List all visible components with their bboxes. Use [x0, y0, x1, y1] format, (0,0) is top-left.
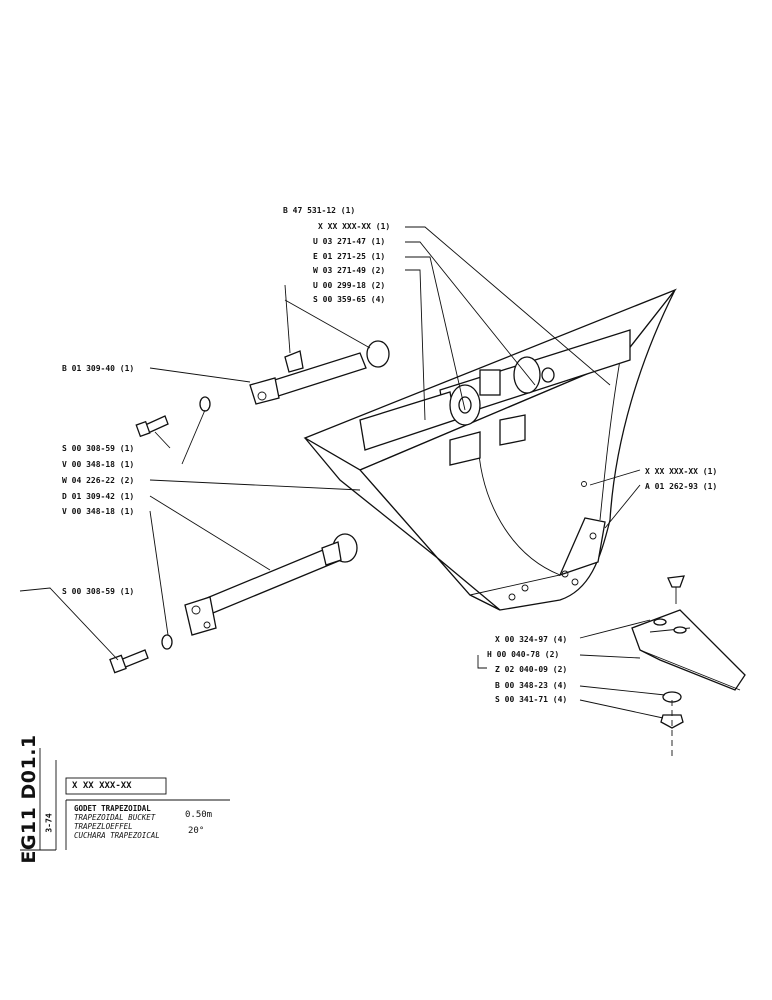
callout-u0029918: U 00 299-18 (2) [313, 281, 385, 290]
callout-d0130942: D 01 309-42 (1) [62, 492, 134, 501]
title-block-frame [20, 748, 230, 851]
callout-x0032497: X 00 324-97 (4) [495, 635, 567, 644]
callout-v0034818a: V 00 348-18 (1) [62, 460, 134, 469]
hinge-assembly [359, 329, 631, 466]
callout-xx2: X XX XXX-XX (1) [645, 467, 717, 476]
leader-lines [19, 226, 666, 719]
part-number: X XX XXX-XX [72, 781, 132, 791]
callout-w0422622: W 04 226-22 (2) [62, 476, 134, 485]
upper-pin [249, 340, 390, 405]
callout-s0030859b: S 00 308-59 (1) [62, 587, 134, 596]
callout-a0126293: A 01 262-93 (1) [645, 482, 717, 491]
callout-b4753112: B 47 531-12 (1) [283, 206, 355, 215]
desc-line-2: TRAPEZOIDAL BUCKET [74, 813, 156, 822]
callout-labels: B 47 531-12 (1) X XX XXX-XX (1) U 03 271… [62, 206, 717, 704]
callout-b0130940: B 01 309-40 (1) [62, 364, 134, 373]
bucket-angle: 20° [188, 826, 205, 836]
callout-s0030859a: S 00 308-59 (1) [62, 444, 134, 453]
callout-z0204009: Z 02 040-09 (2) [495, 665, 567, 674]
callout-xx1: X XX XXX-XX (1) [318, 222, 390, 231]
upper-bolt [135, 396, 211, 438]
desc-line-3: TRAPEZLOEFFEL [74, 822, 133, 831]
desc-line-4: CUCHARA TRAPEZOICAL [74, 831, 160, 840]
callout-v0034818b: V 00 348-18 (1) [62, 507, 134, 516]
callout-h0004078: H 00 040-78 (2) [487, 650, 559, 659]
callout-s0034171: S 00 341-71 (4) [495, 695, 567, 704]
lower-bolt [109, 634, 173, 674]
callout-b0034823: B 00 348-23 (4) [495, 681, 567, 690]
bucket-tooth [631, 575, 746, 760]
lower-pin [184, 533, 358, 636]
desc-line-1: GODET TRAPEZOIDAL [74, 804, 151, 813]
drawing-date: 3-74 [44, 813, 54, 833]
callout-w0327149: W 03 271-49 (2) [313, 266, 385, 275]
callout-e0127125: E 01 271-25 (1) [313, 252, 385, 261]
callout-u0327147: U 03 271-47 (1) [313, 237, 385, 246]
callout-s0035965: S 00 359-65 (4) [313, 295, 385, 304]
bucket-size: 0.50m [185, 810, 213, 820]
drawing-code: EG11 D01.1 [18, 734, 40, 864]
